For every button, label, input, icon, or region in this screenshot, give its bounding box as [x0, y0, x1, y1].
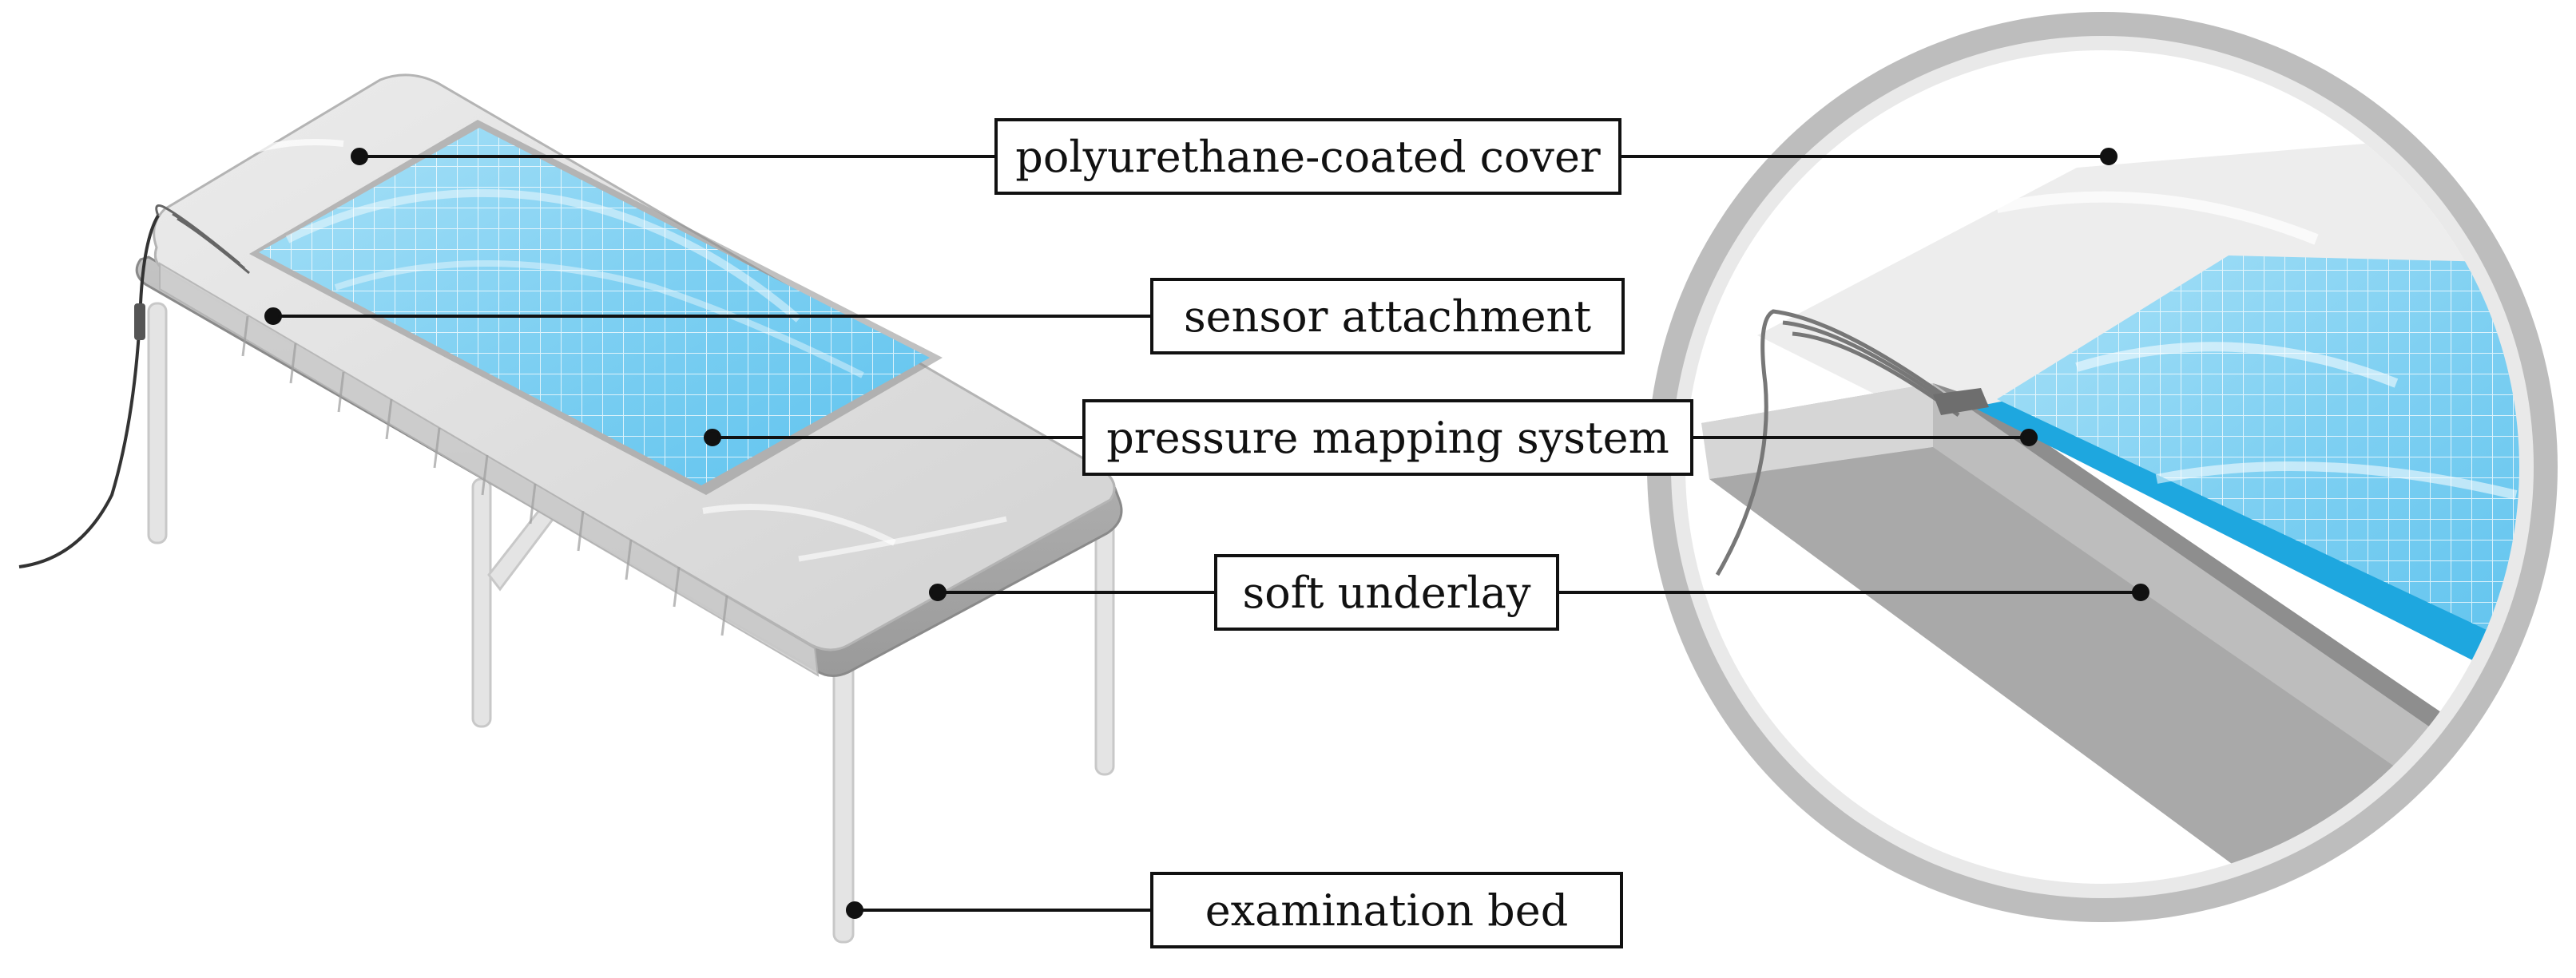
bed-leg: [147, 302, 168, 544]
examination-bed: [18, 73, 1123, 944]
magnified-detail: [1647, 12, 2558, 922]
leader-dot: [264, 307, 282, 325]
leader-dot: [846, 901, 863, 919]
label-soft-underlay: soft underlay: [1214, 554, 1559, 631]
leader-dot: [929, 584, 947, 601]
bed-leg: [832, 653, 855, 944]
leader-dot: [351, 148, 368, 165]
leader-lines: [264, 148, 2149, 919]
leader-dot: [704, 429, 721, 446]
bed-leg: [471, 477, 492, 728]
sensor-cable: [18, 204, 250, 568]
leader-dot: [2100, 148, 2118, 165]
bed-leg: [1094, 517, 1115, 776]
label-sensor-attachment: sensor attachment: [1150, 278, 1625, 354]
leader-dot: [2132, 584, 2149, 601]
label-pressure-mapping-system: pressure mapping system: [1082, 399, 1693, 476]
pressure-mat: [249, 120, 943, 495]
label-polyurethane-cover: polyurethane-coated cover: [994, 118, 1621, 195]
bed-cover-side: [159, 262, 820, 677]
label-examination-bed: examination bed: [1150, 872, 1623, 948]
leader-dot: [2020, 429, 2038, 446]
